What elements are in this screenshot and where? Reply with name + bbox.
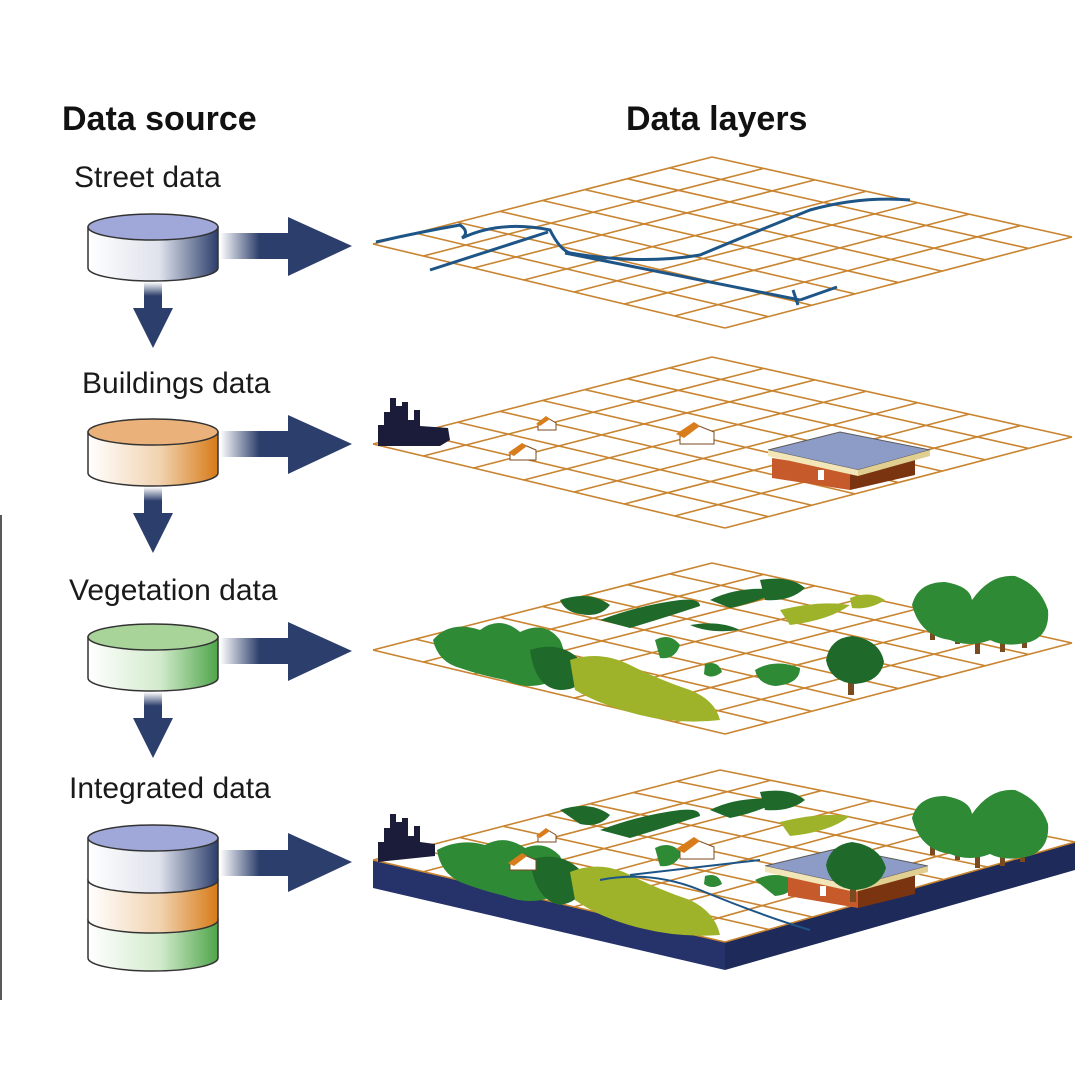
tree-cluster-icon [912,575,1049,654]
tree-icon [826,842,886,902]
buildings-database-icon [87,418,219,487]
grid-line [724,236,1073,329]
grid-line [415,232,769,318]
grid-line [499,616,856,701]
grid-line [627,583,986,667]
integrated-street-network [599,859,811,931]
tree-icon [826,636,884,695]
city-skyline-icon [378,398,450,446]
street-network [375,197,911,306]
grid-line [499,210,856,295]
street-layer-plane [372,156,1073,329]
vegetation-patches [433,578,885,722]
grid-line [627,177,986,261]
grid-line [669,367,1029,450]
right-arrow-icon [220,415,352,474]
integrated-vegetation [437,790,850,936]
house-icon [536,828,557,843]
grid-line [573,401,918,493]
data-source-header: Data source [62,100,257,138]
grid-line [711,156,1073,238]
vegetation-database-icon [87,623,219,692]
integrated-data-label: Integrated data [69,772,271,805]
integrated-tree-cluster-icon [912,789,1049,868]
street-database-icon [87,213,219,282]
grid-line [372,243,726,329]
right-arrow-icon [220,622,352,681]
house-icon [676,422,715,445]
down-arrow-icon [133,487,173,553]
buildings-layer-plane [372,356,1073,529]
grid-line [415,432,769,518]
house-icon [676,837,715,860]
grid-line [669,167,1029,250]
grid-line [523,190,867,281]
house-icon [508,853,537,871]
street-data-label: Street data [74,161,221,194]
integrated-database-icon [87,824,219,972]
grid-line [624,213,970,305]
right-arrow-icon [220,833,352,892]
large-building-icon [767,431,931,490]
house-icon [536,416,557,431]
grid-line [473,179,816,269]
grid-line [372,649,726,735]
vegetation-data-label: Vegetation data [69,574,278,607]
right-arrow-icon [220,217,352,276]
grid-line [542,199,899,284]
grid-line [573,201,918,293]
grid-line [372,443,726,529]
grid-line [372,562,713,651]
down-arrow-icon [133,692,173,758]
grid-line [724,642,1073,735]
buildings-data-label: Buildings data [82,367,271,400]
integrated-city-skyline-icon [378,814,435,862]
grid-line [584,594,943,678]
grid-line [423,367,764,457]
grid-line [457,421,812,507]
grid-line [627,377,986,461]
down-arrow-icon [133,282,173,348]
grid-line [423,167,764,257]
data-layers-header: Data layers [626,100,807,138]
grid-line [724,436,1073,529]
grid-line [674,224,1021,317]
grid-line [711,356,1073,438]
house-icon [508,443,537,461]
